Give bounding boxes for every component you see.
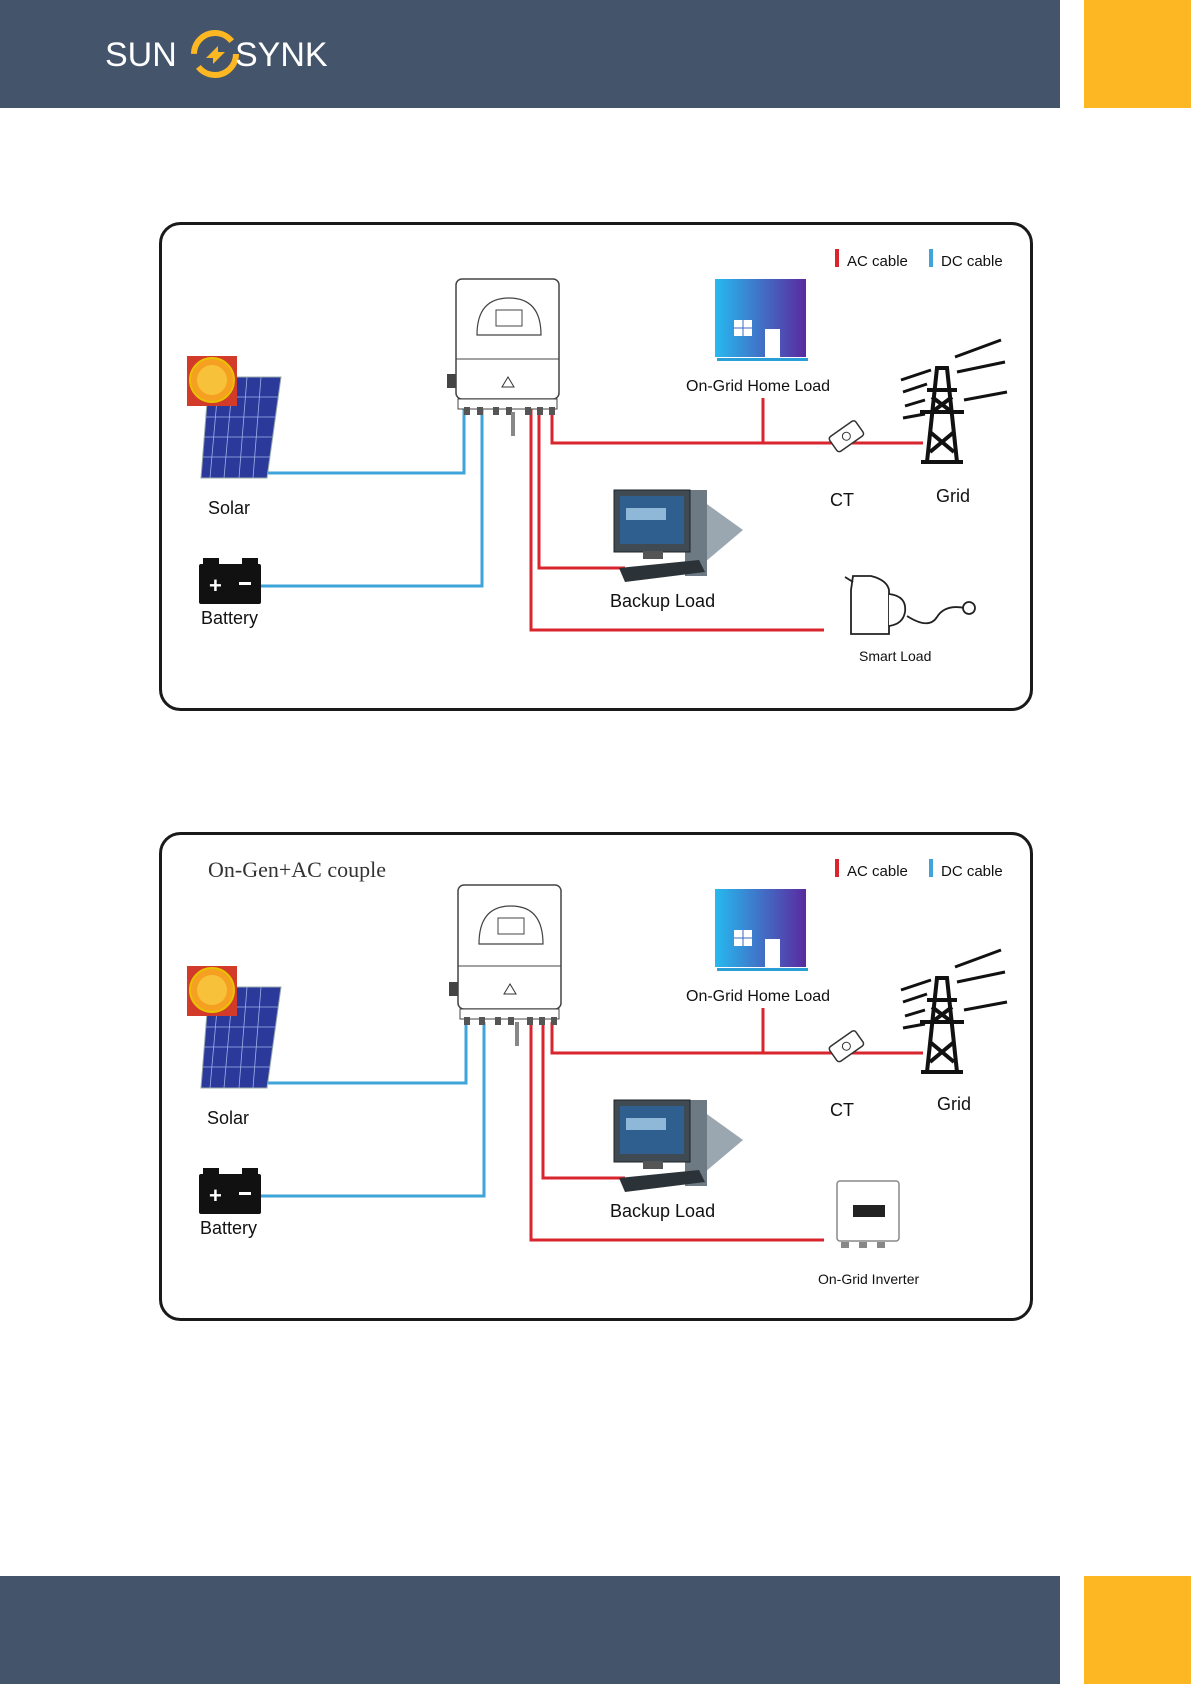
home-icon	[715, 889, 808, 971]
dc-cable-legend-swatch	[929, 249, 933, 267]
logo-text-left: SUN	[105, 36, 177, 74]
wiring-diagram-ac-couple: On-Gen+AC couple AC cable DC cable	[159, 832, 1033, 1321]
sunsynk-logo-icon	[194, 33, 236, 75]
battery-label: Battery	[201, 608, 258, 628]
backup-load-label: Backup Load	[610, 1201, 715, 1221]
ongrid-inverter-label: On-Grid Inverter	[818, 1271, 919, 1287]
ongrid-inverter-icon	[837, 1181, 899, 1248]
home-icon	[715, 279, 808, 361]
svg-text:+: +	[209, 573, 222, 598]
diagram-title: On-Gen+AC couple	[208, 857, 386, 882]
header-accent	[1084, 0, 1191, 108]
wiring-diagram-smart-load: AC cable DC cable	[159, 222, 1033, 711]
battery-icon: +	[199, 1168, 261, 1214]
ct-label: CT	[830, 1100, 854, 1120]
home-load-label: On-Grid Home Load	[686, 988, 830, 1005]
svg-text:+: +	[209, 1183, 222, 1208]
grid-label: Grid	[937, 1094, 971, 1114]
dc-cable-legend-swatch	[929, 859, 933, 877]
ac-cable-legend: AC cable	[847, 863, 908, 880]
ct-label: CT	[830, 490, 854, 510]
ac-cable-legend-swatch	[835, 249, 839, 267]
logo-text-right: SYNK	[235, 36, 328, 74]
dc-cable-legend: DC cable	[941, 863, 1003, 880]
diagram-frame	[161, 834, 1032, 1320]
sun-icon	[187, 356, 237, 406]
diagram-frame	[161, 224, 1032, 710]
home-load-label: On-Grid Home Load	[686, 378, 830, 395]
battery-label: Battery	[200, 1218, 257, 1238]
smart-load-label: Smart Load	[859, 648, 931, 664]
footer-band	[0, 1576, 1060, 1684]
ac-cable-legend: AC cable	[847, 253, 908, 270]
grid-label: Grid	[936, 486, 970, 506]
solar-label: Solar	[208, 498, 250, 518]
footer-accent	[1084, 1576, 1191, 1684]
sunsynk-logo: SUN SYNK	[105, 28, 335, 80]
battery-icon: +	[199, 558, 261, 604]
solar-label: Solar	[207, 1108, 249, 1128]
backup-load-label: Backup Load	[610, 591, 715, 611]
ac-cable-legend-swatch	[835, 859, 839, 877]
dc-cable-legend: DC cable	[941, 253, 1003, 270]
sun-icon	[187, 966, 237, 1016]
